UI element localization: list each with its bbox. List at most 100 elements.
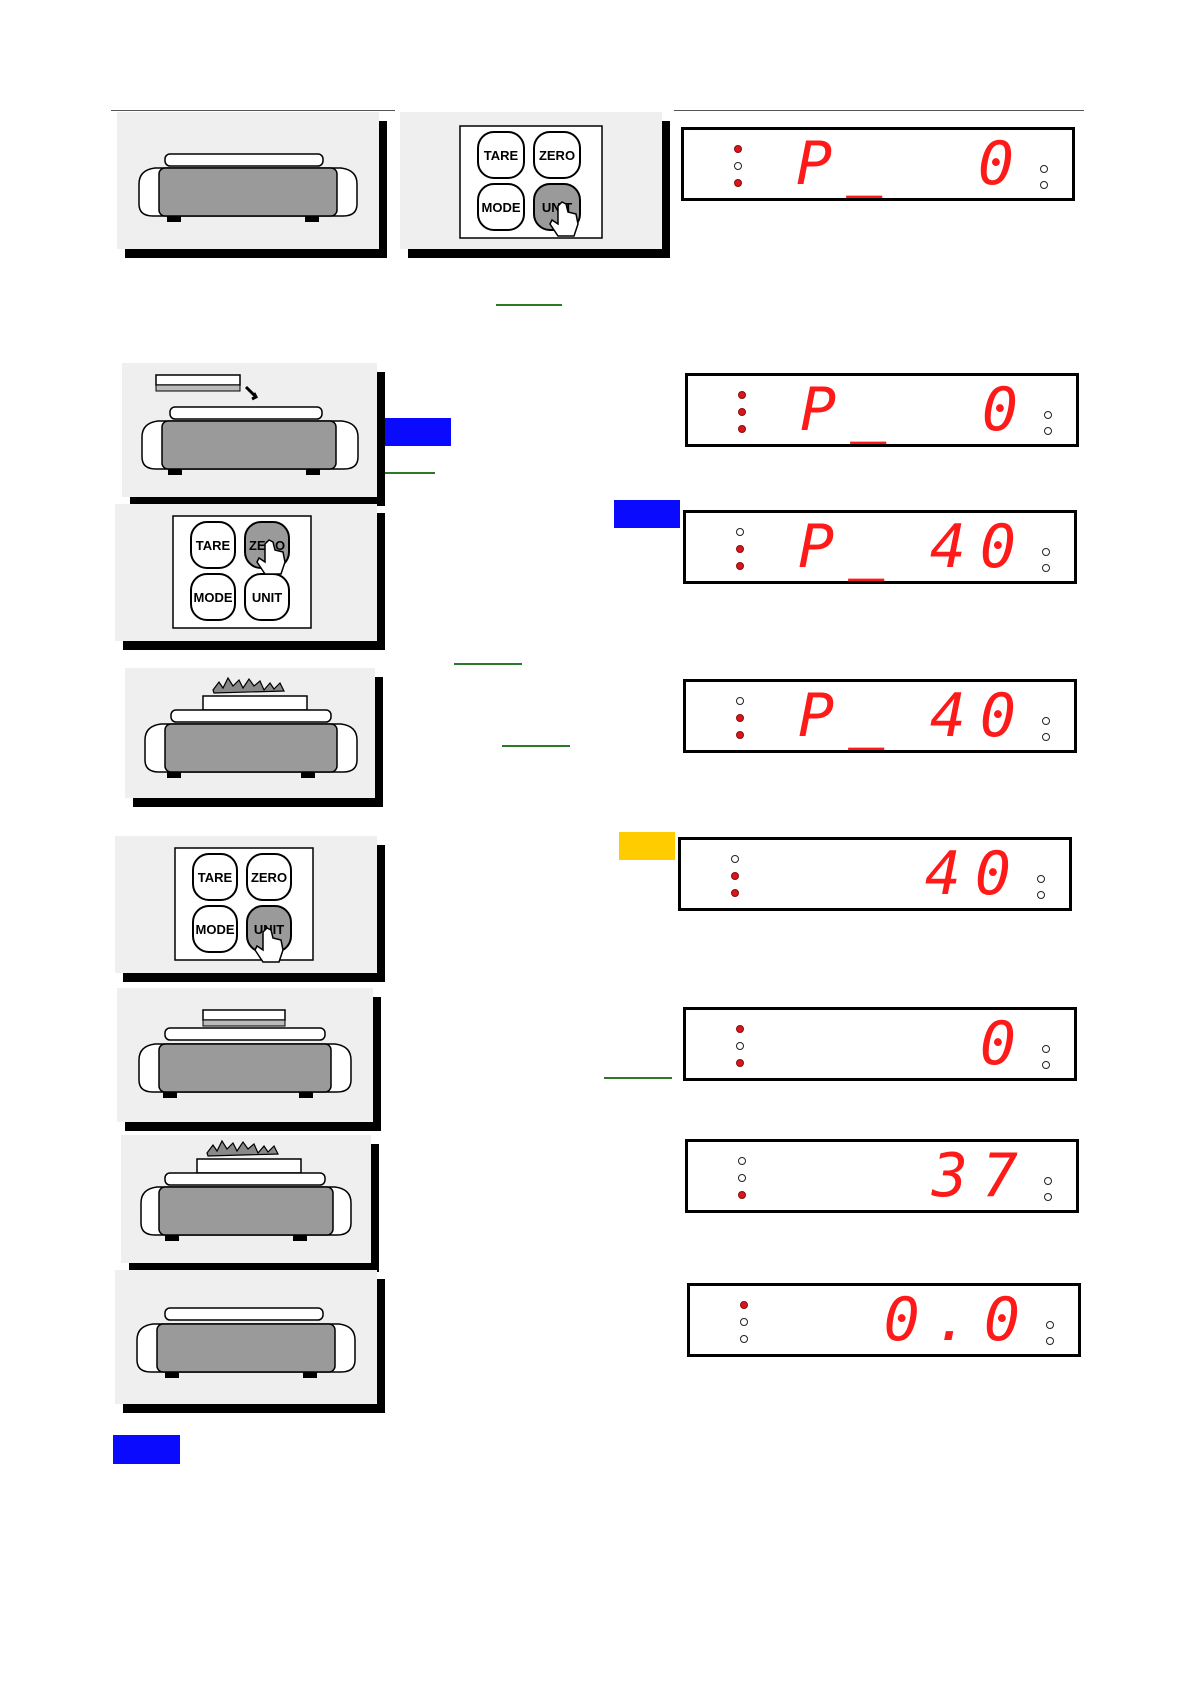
keypad-illustration-zero: TARE ZERO MODE UNIT [115, 504, 377, 641]
led-4-r1 [1042, 717, 1050, 725]
led-7-r2 [1044, 1193, 1052, 1201]
scale-with-samples-icon [140, 1139, 352, 1241]
display-1: P_ 0 [681, 127, 1075, 201]
display-2-left-text: P_ [800, 375, 901, 445]
pointing-hand-icon [549, 201, 579, 237]
top-rule-right [674, 110, 1084, 111]
led-7-r1 [1044, 1177, 1052, 1185]
key-zero-label: ZERO [539, 148, 575, 163]
underline-3 [454, 663, 522, 665]
led-4-r2 [1042, 733, 1050, 741]
underline-4 [502, 745, 570, 747]
led-6-1 [736, 1025, 744, 1033]
led-3-r2 [1042, 564, 1050, 572]
pointing-hand-icon [256, 539, 286, 575]
key-tare-label: TARE [198, 870, 233, 885]
display-5-right-text: 40 [924, 839, 1025, 909]
led-7-1 [738, 1157, 746, 1165]
display-3-right-text: 40 [929, 512, 1030, 582]
scale-illustration-tare [117, 988, 373, 1122]
led-2-r1 [1044, 411, 1052, 419]
key-mode-label: MODE [194, 590, 233, 605]
display-6: 0 [683, 1007, 1077, 1081]
led-8-2 [740, 1318, 748, 1326]
led-2-r2 [1044, 427, 1052, 435]
led-1-r1 [1040, 165, 1048, 173]
led-1-2 [734, 162, 742, 170]
led-4-3 [736, 731, 744, 739]
led-8-3 [740, 1335, 748, 1343]
keypad-icon: TARE ZERO MODE UNIT [172, 515, 312, 629]
keypad-illustration-unit: TARE ZERO MODE UNIT [400, 112, 662, 249]
led-6-r2 [1042, 1061, 1050, 1069]
led-6-r1 [1042, 1045, 1050, 1053]
led-5-r2 [1037, 891, 1045, 899]
led-1-1 [734, 145, 742, 153]
led-1-r2 [1040, 181, 1048, 189]
scale-illustration-container [122, 363, 377, 497]
display-6-right-text: 0 [979, 1009, 1030, 1079]
scale-illustration-empty [117, 112, 379, 249]
led-8-1 [740, 1301, 748, 1309]
scale-icon [136, 1307, 356, 1378]
led-7-3 [738, 1191, 746, 1199]
scale-with-container-icon [138, 1009, 352, 1098]
display-2: P_ 0 [685, 373, 1079, 447]
highlight-blue-1 [385, 418, 451, 446]
scale-illustration-count [121, 1135, 371, 1263]
pointing-hand-icon [254, 927, 284, 963]
key-tare-label: TARE [196, 538, 231, 553]
key-unit-label: UNIT [252, 590, 282, 605]
led-3-1 [736, 528, 744, 536]
highlight-blue-3 [113, 1435, 180, 1464]
underline-2 [385, 472, 435, 474]
display-4-left-text: P_ [798, 681, 899, 751]
led-5-2 [731, 872, 739, 880]
keypad-illustration-unit-2: TARE ZERO MODE UNIT [115, 836, 377, 973]
keypad-icon: TARE ZERO MODE UNIT [174, 847, 314, 963]
highlight-yellow [619, 832, 675, 860]
led-6-2 [736, 1042, 744, 1050]
led-4-1 [736, 697, 744, 705]
display-1-right-text: 0 [977, 129, 1028, 199]
led-8-r2 [1046, 1337, 1054, 1345]
display-4-right-text: 40 [929, 681, 1030, 751]
display-3: P_ 40 [683, 510, 1077, 584]
display-5: 40 [678, 837, 1072, 911]
led-3-3 [736, 562, 744, 570]
key-mode-label: MODE [196, 922, 235, 937]
display-8-right-text: 0.0 [883, 1285, 1034, 1355]
underline-1 [496, 304, 562, 306]
display-4: P_ 40 [683, 679, 1077, 753]
key-tare-label: TARE [484, 148, 519, 163]
led-7-2 [738, 1174, 746, 1182]
led-4-2 [736, 714, 744, 722]
led-2-2 [738, 408, 746, 416]
display-7: 37 [685, 1139, 1079, 1213]
led-3-2 [736, 545, 744, 553]
display-7-right-text: 37 [931, 1141, 1032, 1211]
led-6-3 [736, 1059, 744, 1067]
display-8: 0.0 [687, 1283, 1081, 1357]
key-mode-label: MODE [482, 200, 521, 215]
highlight-blue-2 [614, 500, 680, 528]
scale-icon [138, 153, 358, 222]
led-5-3 [731, 889, 739, 897]
led-3-r1 [1042, 548, 1050, 556]
display-1-left-text: P_ [796, 129, 897, 199]
led-5-r1 [1037, 875, 1045, 883]
keypad-icon: TARE ZERO MODE UNIT [459, 125, 603, 239]
display-2-right-text: 0 [981, 375, 1032, 445]
scale-with-samples-icon [144, 676, 358, 778]
display-3-left-text: P_ [798, 512, 899, 582]
led-1-3 [734, 179, 742, 187]
underline-5 [604, 1077, 672, 1079]
key-zero-label: ZERO [251, 870, 287, 885]
led-8-r1 [1046, 1321, 1054, 1329]
led-5-1 [731, 855, 739, 863]
scale-with-container-icon [141, 374, 359, 475]
top-rule-left [111, 110, 395, 111]
scale-illustration-removed [115, 1270, 377, 1404]
scale-illustration-samples [125, 668, 375, 798]
led-2-3 [738, 425, 746, 433]
